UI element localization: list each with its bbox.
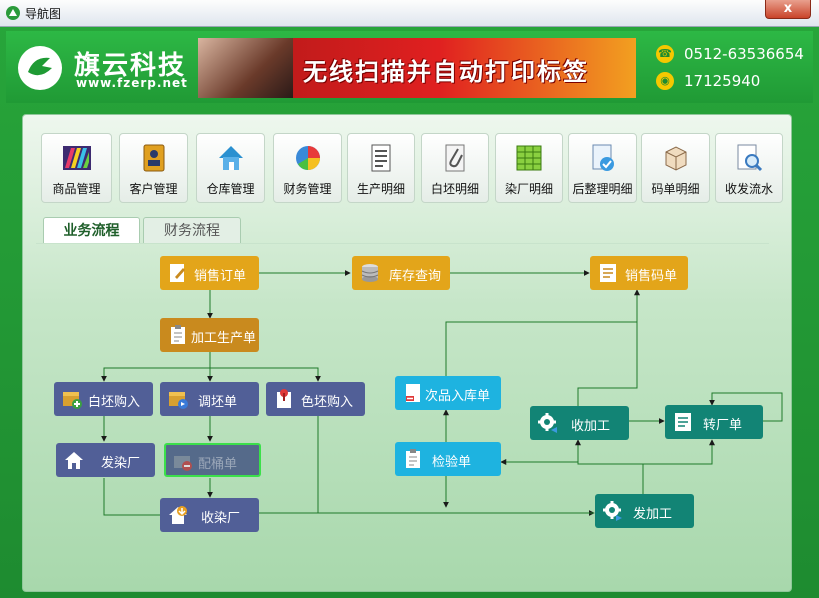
node-process-receive[interactable]: 收加工 bbox=[530, 406, 629, 440]
node-sales-order[interactable]: 销售订单 bbox=[160, 256, 259, 290]
module-label: 财务管理 bbox=[283, 182, 332, 196]
logo-icon bbox=[28, 57, 52, 76]
module-finance[interactable]: 财务管理 bbox=[273, 133, 342, 203]
node-label: 库存查询 bbox=[389, 269, 442, 284]
edit-document-icon bbox=[170, 264, 185, 282]
node-label: 销售码单 bbox=[625, 269, 678, 284]
list-document-icon bbox=[600, 264, 616, 282]
house-download-icon bbox=[169, 506, 187, 524]
node-production-order[interactable]: 加工生产单 bbox=[160, 318, 259, 352]
app-icon bbox=[6, 6, 20, 20]
brand-name: 旗云科技 bbox=[74, 51, 187, 81]
node-label: 配桶单 bbox=[198, 457, 238, 472]
node-label: 调坯单 bbox=[198, 395, 238, 410]
pin-document-icon bbox=[277, 389, 291, 408]
node-factory-transfer[interactable]: 转厂单 bbox=[665, 405, 763, 439]
module-code-list-detail[interactable]: 码单明细 bbox=[641, 133, 710, 203]
node-process-dispatch[interactable]: 发加工 bbox=[595, 494, 694, 528]
list-document-icon bbox=[675, 413, 691, 431]
title-bar: 导航图 x bbox=[0, 0, 819, 27]
box-icon bbox=[665, 146, 686, 171]
tab-business-flow[interactable]: 业务流程 bbox=[43, 217, 140, 244]
node-label: 收染厂 bbox=[201, 511, 241, 526]
node-label: 收加工 bbox=[571, 419, 611, 434]
spreadsheet-icon bbox=[516, 145, 542, 171]
box-transfer-icon bbox=[169, 392, 188, 409]
module-label: 客户管理 bbox=[129, 182, 178, 196]
module-label: 白坯明细 bbox=[430, 182, 479, 196]
document-icon bbox=[371, 144, 391, 172]
house-icon bbox=[218, 146, 243, 170]
module-goods[interactable]: 商品管理 bbox=[41, 133, 112, 203]
node-greige-purchase[interactable]: 白坯购入 bbox=[54, 382, 153, 416]
node-sales-code-list[interactable]: 销售码单 bbox=[590, 256, 688, 290]
gear-dispatch-icon bbox=[603, 501, 622, 521]
node-dye-dispatch[interactable]: 发染厂 bbox=[56, 443, 155, 477]
module-label: 商品管理 bbox=[52, 182, 101, 196]
check-document-icon bbox=[592, 144, 614, 171]
module-production-detail[interactable]: 生产明细 bbox=[347, 133, 415, 203]
node-dye-receive[interactable]: 收染厂 bbox=[160, 498, 259, 532]
node-greige-transfer[interactable]: 调坯单 bbox=[160, 382, 259, 416]
paperclip-icon bbox=[445, 144, 465, 172]
module-label: 生产明细 bbox=[356, 182, 405, 196]
module-label: 收发流水 bbox=[724, 182, 773, 196]
cart-add-icon bbox=[63, 392, 82, 409]
node-label: 转厂单 bbox=[703, 418, 743, 433]
module-warehouse[interactable]: 仓库管理 bbox=[196, 133, 265, 203]
node-label: 检验单 bbox=[432, 455, 472, 470]
pie-chart-icon bbox=[295, 146, 320, 170]
tab-finance-flow[interactable]: 财务流程 bbox=[143, 217, 241, 244]
banner-text: 无线扫描并自动打印标签 bbox=[303, 58, 589, 86]
node-label: 色坯购入 bbox=[301, 395, 354, 410]
module-label: 后整理明细 bbox=[572, 182, 633, 196]
tab-divider bbox=[36, 243, 769, 244]
module-transaction-log[interactable]: 收发流水 bbox=[715, 133, 783, 203]
node-label: 白坯购入 bbox=[88, 395, 141, 410]
node-barrel-order[interactable]: 配桶单 bbox=[164, 443, 261, 477]
gear-receive-icon bbox=[538, 413, 557, 433]
brand-url: www.fzerp.net bbox=[76, 76, 188, 90]
node-inspection[interactable]: 检验单 bbox=[395, 442, 501, 476]
node-label: 次品入库单 bbox=[425, 389, 491, 404]
module-greige-detail[interactable]: 白坯明细 bbox=[421, 133, 489, 203]
banner-photo bbox=[198, 38, 293, 98]
module-dye-factory-detail[interactable]: 染厂明细 bbox=[495, 133, 563, 203]
node-label: 发染厂 bbox=[101, 456, 141, 471]
contacts-icon bbox=[143, 144, 164, 172]
house-icon bbox=[65, 452, 83, 469]
clipboard-icon bbox=[171, 325, 185, 344]
node-label: 销售订单 bbox=[194, 269, 247, 284]
close-button[interactable]: x bbox=[765, 0, 811, 19]
node-label: 发加工 bbox=[633, 507, 673, 522]
qq-icon: ◉ bbox=[656, 72, 674, 90]
module-customers[interactable]: 客户管理 bbox=[119, 133, 188, 203]
node-label: 加工生产单 bbox=[191, 331, 257, 346]
node-stock-query[interactable]: 库存查询 bbox=[352, 256, 450, 290]
module-finishing-detail[interactable]: 后整理明细 bbox=[568, 133, 637, 203]
document-remove-icon bbox=[406, 384, 420, 402]
goods-icon bbox=[62, 146, 91, 170]
qq-number: 17125940 bbox=[684, 72, 761, 90]
magnifier-icon bbox=[737, 144, 763, 172]
module-label: 码单明细 bbox=[651, 182, 700, 196]
module-label: 仓库管理 bbox=[206, 182, 255, 196]
phone-number: 0512-63536654 bbox=[684, 45, 804, 63]
node-dyed-purchase[interactable]: 色坯购入 bbox=[266, 382, 365, 416]
module-label: 染厂明细 bbox=[504, 182, 553, 196]
clipboard-icon bbox=[406, 449, 420, 468]
barrel-remove-icon bbox=[174, 456, 192, 471]
window-title: 导航图 bbox=[25, 7, 62, 21]
ad-banner[interactable]: 无线扫描并自动打印标签 bbox=[198, 38, 636, 98]
node-defect-inbound[interactable]: 次品入库单 bbox=[395, 376, 501, 410]
phone-icon: ☎ bbox=[656, 45, 674, 63]
database-icon bbox=[361, 264, 379, 282]
